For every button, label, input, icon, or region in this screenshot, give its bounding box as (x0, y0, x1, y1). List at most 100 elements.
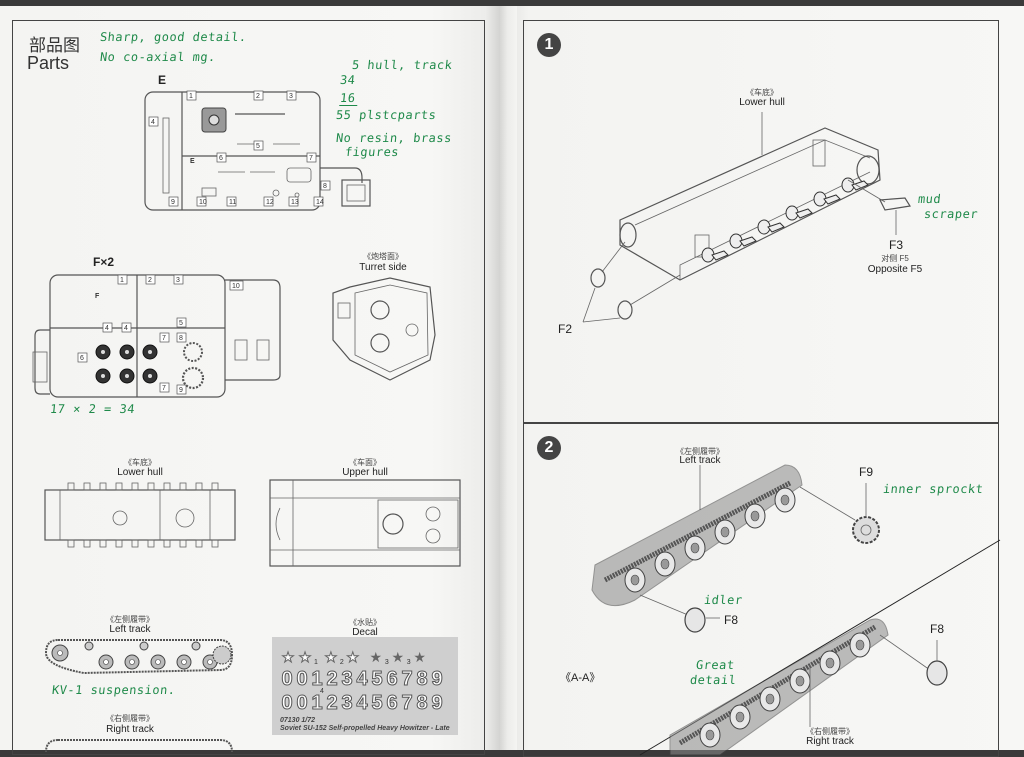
decal-star-row: ★ ★1 ★2 ★ ★3 ★3 ★ (280, 649, 428, 667)
bogie-mount (195, 539, 203, 548)
decal-digit: 3 (341, 668, 353, 690)
decal-caption-title: Soviet SU-152 Self-propelled Heavy Howit… (280, 725, 450, 732)
note-sprue-f-count: 17 × 2 = 34 (49, 402, 136, 416)
bogie-mount (195, 482, 203, 491)
sprue-part-number: 5 (253, 140, 264, 151)
bogie-mount (131, 539, 139, 548)
sprocket-wheel (212, 645, 232, 665)
step2-right-track-cn: 《右侧履带》 (806, 727, 854, 736)
decal-digit: 8 (416, 692, 428, 714)
left-track-label-en: Left track (109, 624, 151, 635)
turret-side-diagram (332, 277, 436, 381)
star-decal: ★ (324, 649, 338, 666)
decal-sub-number: 3 (406, 659, 411, 666)
decal-digit: 7 (401, 692, 413, 714)
sprue-part-number: 3 (173, 274, 184, 285)
bogie-mount (131, 482, 139, 491)
callout-f5-cn: 对侧 F5 (881, 254, 909, 263)
turret-side-label-en: Turret side (359, 262, 407, 273)
svg-text:7: 7 (162, 385, 166, 392)
svg-text:F: F (95, 293, 100, 300)
sprue-part-number: 1 (186, 90, 197, 101)
sprue-part-number: 8 (176, 332, 187, 343)
sprue-part-number: 5 (176, 317, 187, 328)
bogie-mount (163, 482, 171, 491)
svg-text:6: 6 (80, 355, 84, 362)
step1-frame (523, 20, 999, 424)
decal-sub-number: 2 (339, 659, 344, 666)
page-gutter (485, 6, 517, 750)
return-roller (191, 641, 201, 651)
suspension-arm (701, 247, 729, 263)
svg-text:10: 10 (232, 283, 240, 290)
svg-text:1: 1 (189, 93, 193, 100)
note-kv1-suspension: KV-1 suspension. (51, 683, 177, 697)
svg-text:11: 11 (229, 199, 236, 206)
star-decal: ★ (369, 649, 383, 665)
left-track-label-cn: 《左侧履带》 (106, 615, 154, 624)
decal-digit: 9 (431, 668, 443, 690)
decal-digit: 0 (296, 692, 308, 714)
bogie-mount (99, 482, 107, 491)
sprue-part-number: 9 (176, 384, 187, 395)
svg-text:4: 4 (105, 325, 109, 332)
suspension-arm (729, 233, 757, 249)
sprue-part-number: 6 (216, 152, 227, 163)
sprue-part-number: 10 (196, 196, 207, 207)
callout-f8-right: F8 (930, 622, 945, 636)
sprue-e-letter: E (158, 73, 167, 87)
step1-lower-hull-en: Lower hull (739, 97, 785, 108)
svg-text:8: 8 (179, 335, 183, 342)
step2-left-track-cn: 《左侧履带》 (676, 447, 724, 456)
callout-f5-en: Opposite F5 (867, 264, 923, 275)
return-roller (139, 641, 149, 651)
svg-text:14: 14 (316, 199, 324, 206)
bogie-mount (83, 482, 91, 491)
note-scraper: scraper (923, 207, 979, 221)
svg-text:10: 10 (199, 199, 207, 206)
svg-text:12: 12 (266, 199, 274, 206)
decal-digit: 8 (416, 668, 428, 690)
svg-text:4: 4 (151, 119, 155, 126)
turret-side-label-cn: 《炮塔面》 (363, 252, 403, 261)
sprue-part-number: 8 (320, 180, 331, 191)
decal-digit: 2 (326, 668, 338, 690)
step-2-badge: 2 (537, 436, 561, 460)
parts-title-en: Parts (27, 53, 70, 73)
sprue-part-number: 10 (229, 280, 244, 291)
star-decal: ★ (391, 649, 404, 665)
parts-title-cn: 部品图 (29, 36, 80, 55)
upper-hull-diagram (269, 479, 461, 567)
svg-text:9: 9 (179, 387, 183, 394)
note-no-coaxial: No co-axial mg. (99, 50, 217, 64)
sprue-part-number: 4 (102, 322, 113, 333)
svg-text:5: 5 (256, 143, 260, 150)
sprue-part-number: 2 (253, 90, 264, 101)
right-page (497, 6, 1024, 750)
star-decal: ★ (413, 649, 426, 665)
left-page (0, 6, 508, 750)
suspension-arm (757, 219, 785, 235)
decal-digit: 2 (326, 692, 338, 714)
svg-text:6: 6 (219, 155, 223, 162)
decal-digit: 5 (371, 668, 383, 690)
sprue-part-number: 12 (263, 196, 274, 207)
decal-digit: 4 (356, 692, 368, 714)
sprue-part-number: 3 (286, 90, 297, 101)
bogie-mount (67, 482, 75, 491)
note-tally-1: 5 hull, track (351, 58, 454, 72)
upper-hull-label-cn: 《车面》 (349, 458, 381, 467)
decal-digit: 0 (281, 692, 293, 714)
decal-sub-number: 4 (320, 688, 324, 695)
decal-label-en: Decal (352, 627, 378, 638)
svg-text:9: 9 (171, 199, 175, 206)
sprue-part-number: 2 (145, 274, 156, 285)
step-1-badge: 1 (537, 33, 561, 57)
bogie-mount (67, 539, 75, 548)
bogie-mount (179, 539, 187, 548)
star-decal: ★ (346, 649, 360, 666)
step2-left-track-en: Left track (679, 455, 721, 466)
svg-text:3: 3 (176, 277, 180, 284)
